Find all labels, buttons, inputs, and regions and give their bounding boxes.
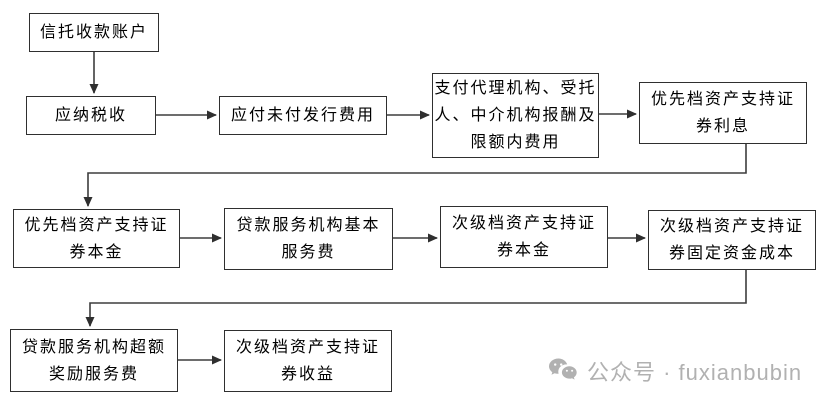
node-label: 次级档资产支持证 券固定资金成本 (659, 218, 804, 262)
wechat-icon (548, 357, 578, 385)
node-taxes-payable: 应纳税收 (26, 96, 156, 135)
watermark-text: 公众号 · fuxianbubin (587, 360, 803, 385)
node-label: 次级档资产支持证 券收益 (235, 339, 380, 383)
node-label: 支付代理机构、受托 人、中介机构报酬及 限额内费用 (434, 80, 597, 151)
node-servicer-base-fee: 贷款服务机构基本 服务费 (224, 208, 393, 270)
node-label: 优先档资产支持证 券本金 (24, 216, 169, 261)
node-unpaid-issuance-fees: 应付未付发行费用 (219, 96, 387, 135)
node-label: 应付未付发行费用 (230, 107, 375, 124)
arrow-senior-interest-to-senior-principal (83, 144, 747, 207)
node-label: 贷款服务机构基本 服务费 (236, 217, 381, 261)
node-agent-trustee-intermediary-fees: 支付代理机构、受托 人、中介机构报酬及 限额内费用 (432, 73, 599, 158)
node-senior-tranche-principal: 优先档资产支持证 券本金 (13, 209, 180, 268)
node-servicer-excess-incentive-fee: 贷款服务机构超额 奖励服务费 (10, 329, 178, 392)
node-label: 应纳税收 (54, 107, 127, 124)
arrow-sub-fixed-cost-to-servicer-excess (85, 270, 747, 327)
node-label: 贷款服务机构超额 奖励服务费 (21, 338, 166, 383)
node-subordinate-tranche-principal: 次级档资产支持证 券本金 (440, 206, 608, 268)
node-label: 信托收款账户 (39, 24, 148, 41)
node-senior-tranche-interest: 优先档资产支持证 券利息 (639, 82, 807, 144)
node-trust-account: 信托收款账户 (29, 13, 159, 52)
node-label: 次级档资产支持证 券本金 (451, 215, 596, 259)
node-subordinate-tranche-residual: 次级档资产支持证 券收益 (224, 330, 392, 392)
node-subordinate-fixed-funding-cost: 次级档资产支持证 券固定资金成本 (648, 210, 816, 270)
watermark: 公众号 · fuxianbubin (548, 355, 802, 387)
node-label: 优先档资产支持证 券利息 (650, 91, 795, 135)
